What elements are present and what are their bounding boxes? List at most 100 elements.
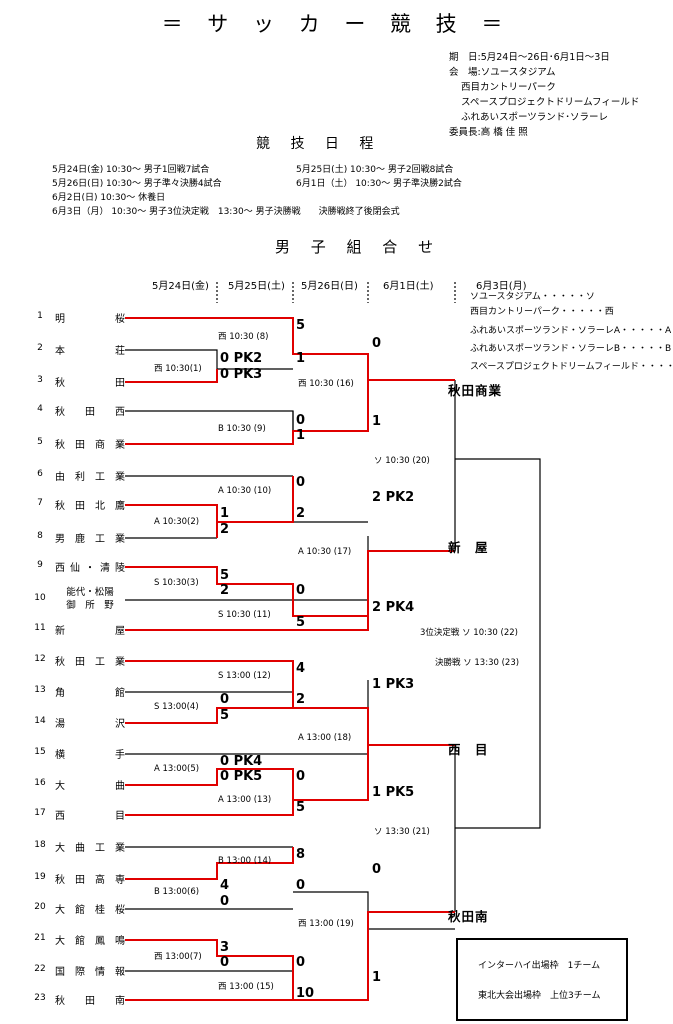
score: 2 <box>296 506 306 521</box>
score: 0 PK5 <box>220 769 263 784</box>
team-name: 秋 田 南 <box>55 996 125 1007</box>
info-chair: 委員長:高 橋 佳 照 <box>449 127 528 138</box>
match-label: A 10:30 (17) <box>298 547 352 557</box>
score: 0 <box>220 894 230 909</box>
schedule-line-6: 6月3日（月） 10:30〜 男子3位決定戦 13:30〜 男子決勝戦 決勝戦終… <box>52 207 400 217</box>
score: 0 <box>372 862 382 877</box>
team-name: 由利工業 <box>55 472 125 483</box>
score: 0 <box>296 955 306 970</box>
team-number: 21 <box>34 933 46 943</box>
team-name: 大館桂桜 <box>55 905 125 916</box>
match-label: B 13:00 (14) <box>218 856 272 866</box>
team-name: 本 荘 <box>55 346 125 357</box>
schedule-line-1: 5月24日(金) 10:30〜 男子1回戦7試合 <box>52 165 210 175</box>
match-label: A 10:30 (10) <box>218 486 272 496</box>
team-name: 新 屋 <box>55 626 125 637</box>
match-label: S 13:00(4) <box>154 702 199 712</box>
team-name: 大曲工業 <box>55 843 125 854</box>
score: 0 <box>220 955 230 970</box>
team-number: 6 <box>37 469 43 479</box>
match-label: 決勝戦 ソ 13:30 (23) <box>435 658 520 668</box>
score: 1 PK5 <box>372 785 415 800</box>
score: 2 <box>296 692 306 707</box>
match-label: 西 13:00(7) <box>154 952 202 962</box>
team-number: 19 <box>34 872 46 882</box>
score: 2 <box>220 522 230 537</box>
team-number: 9 <box>37 560 43 570</box>
score: 0 <box>296 878 306 893</box>
info-venue: 会 場:ソユースタジアム <box>449 67 556 78</box>
team-number: 4 <box>37 404 43 414</box>
score: 2 <box>220 583 230 598</box>
schedule-line-3: 5月26日(日) 10:30〜 男子準々決勝4試合 <box>52 179 222 189</box>
qualifier-name: 新 屋 <box>448 540 489 555</box>
info-venue-4: ふれあいスポーツランド･ソラーレ <box>461 112 609 123</box>
match-label: 3位決定戦 ソ 10:30 (22) <box>420 628 518 638</box>
day-header-5: 6月3日(月) <box>476 281 527 292</box>
match-label: 西 10:30 (8) <box>218 332 269 342</box>
info-period: 期 日:5月24日〜26日･6月1日〜3日 <box>449 52 610 63</box>
team-name: 秋 田 西 <box>55 407 125 418</box>
score: 5 <box>296 318 306 333</box>
team-number: 5 <box>37 437 43 447</box>
quota-line-2: 東北大会出場枠 上位3チーム <box>478 991 601 1001</box>
score: 0 PK3 <box>220 367 263 382</box>
score: 2 PK4 <box>372 600 415 615</box>
schedule-line-4: 6月1日（土） 10:30〜 男子準決勝2試合 <box>296 179 462 189</box>
team-name: 西仙・清陵 <box>55 563 125 574</box>
match-label: ソ 10:30 (20) <box>374 456 430 466</box>
schedule-title: 競 技 日 程 <box>256 136 382 152</box>
venue-item: 西目カントリーパーク・・・・・西 <box>470 307 614 317</box>
score: 2 PK2 <box>372 490 415 505</box>
match-label: 西 10:30 (16) <box>298 379 354 389</box>
day-header-3: 5月26日(日) <box>301 281 358 292</box>
team-number: 2 <box>37 343 43 353</box>
team-number: 3 <box>37 375 43 385</box>
schedule-line-2: 5月25日(土) 10:30〜 男子2回戦8試合 <box>296 165 454 175</box>
team-name: 能代・松陽 御 所 野 <box>66 587 114 611</box>
score: 1 <box>220 506 230 521</box>
team-name: 横 手 <box>55 750 125 761</box>
match-label: 西 10:30(1) <box>154 364 202 374</box>
match-label: S 10:30 (11) <box>218 610 271 620</box>
team-name: 秋田商業 <box>55 440 125 451</box>
match-label: A 13:00 (18) <box>298 733 352 743</box>
event-info: 期 日:5月24日〜26日･6月1日〜3日 会 場:ソユースタジアム 西目カント… <box>449 50 639 140</box>
score: 0 <box>372 336 382 351</box>
qualifier-name: 秋田南 <box>448 909 489 924</box>
score: 0 <box>296 475 306 490</box>
team-name: 大 曲 <box>55 781 125 792</box>
score: 4 <box>220 878 230 893</box>
score: 1 PK3 <box>372 677 415 692</box>
team-name: 角 館 <box>55 688 125 699</box>
info-venue-3: スペースプロジェクトドリームフィールド <box>461 97 640 108</box>
match-label: B 10:30 (9) <box>218 424 266 434</box>
score: 0 <box>296 413 306 428</box>
match-label: 西 13:00 (15) <box>218 982 274 992</box>
match-label: ソ 13:30 (21) <box>374 827 430 837</box>
team-name: 西 目 <box>55 811 125 822</box>
qualifier-name: 西 目 <box>448 742 489 757</box>
qualifier-name: 秋田商業 <box>448 383 503 398</box>
score: 1 <box>296 428 306 443</box>
match-label: S 10:30(3) <box>154 578 199 588</box>
venue-item: ふれあいスポーツランド・ソラーレA・・・・・A <box>470 326 672 336</box>
quota-box: インターハイ出場枠 1チーム 東北大会出場枠 上位3チーム <box>456 938 628 1021</box>
team-number: 10 <box>34 593 46 603</box>
team-number: 1 <box>37 311 43 321</box>
team-number: 12 <box>34 654 46 664</box>
info-venue-2: 西目カントリーパーク <box>461 82 556 93</box>
team-number: 23 <box>34 993 46 1003</box>
score: 0 PK2 <box>220 351 263 366</box>
score: 1 <box>296 351 306 366</box>
team-number: 8 <box>37 531 43 541</box>
match-label: B 13:00(6) <box>154 887 200 897</box>
venue-legend: ソユースタジアム・・・・・ソ 西目カントリーパーク・・・・・西 ふれあいスポーツ… <box>470 290 673 375</box>
match-label: 西 13:00 (19) <box>298 919 354 929</box>
score: 5 <box>220 568 230 583</box>
team-name: 明 桜 <box>55 314 125 325</box>
score: 1 <box>372 414 382 429</box>
team-name: 大館鳳鳴 <box>55 936 125 947</box>
score: 3 <box>220 940 230 955</box>
